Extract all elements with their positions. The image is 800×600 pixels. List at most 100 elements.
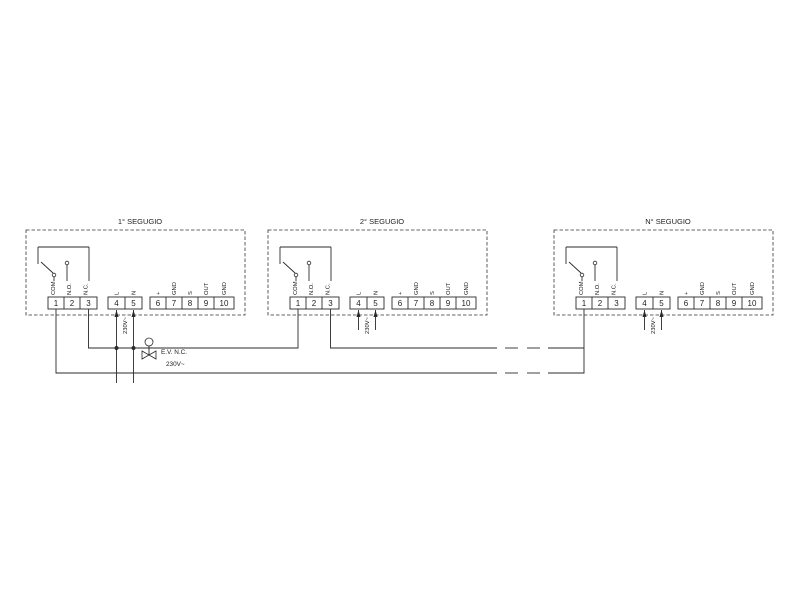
terminal-number: 7 bbox=[700, 299, 705, 308]
terminal-number: 1 bbox=[296, 299, 301, 308]
relay-switch-arm bbox=[40, 261, 54, 274]
relay-block-frame bbox=[47, 296, 98, 310]
com-return-wire bbox=[55, 309, 497, 374]
terminal-label: GND bbox=[222, 282, 228, 295]
junction-dot bbox=[114, 346, 119, 350]
supply-arrow-icon bbox=[642, 310, 647, 317]
terminal-number: 4 bbox=[642, 299, 647, 308]
supply-arrow-icon bbox=[373, 310, 378, 317]
relay-symbol bbox=[279, 246, 332, 281]
terminal-number: 8 bbox=[430, 299, 435, 308]
terminal-label: L bbox=[643, 291, 649, 295]
detector-units: 1° SEGUGIO 1 COM 2 N.O. 3 N.C. 4 L 5 N 6 +7 GND 8 S 9 OUT… bbox=[25, 217, 774, 383]
no-contact-icon bbox=[64, 260, 70, 266]
relay-block-frame bbox=[575, 296, 626, 310]
supply-voltage-label: 230V~ bbox=[365, 316, 371, 334]
terminal-number: 9 bbox=[732, 299, 737, 308]
no-contact-icon bbox=[592, 260, 598, 266]
supply-voltage-label: 230V~ bbox=[651, 316, 657, 334]
terminal-label: OUT bbox=[204, 282, 210, 295]
com-return-wire-end bbox=[548, 309, 585, 374]
terminal-number: 8 bbox=[188, 299, 193, 308]
terminal-label: S bbox=[430, 291, 436, 295]
terminal-label: GND bbox=[700, 282, 706, 295]
detector-unit: 2° SEGUGIO1COM2N.O.3N.C.4L5N6+7GND8S9OUT… bbox=[267, 217, 488, 334]
supply-input: 230V~ bbox=[642, 310, 664, 334]
terminal-label: N.O. bbox=[595, 283, 601, 295]
relay-symbol bbox=[565, 246, 618, 281]
terminal-number: 5 bbox=[373, 299, 378, 308]
terminal-label: COM bbox=[293, 281, 299, 295]
valve-body-left bbox=[141, 350, 150, 360]
detector-unit: N° SEGUGIO1COM2N.O.3N.C.4L5N6+7GND8S9OUT… bbox=[553, 217, 774, 334]
terminal-label: N bbox=[374, 291, 380, 295]
terminal-number: 4 bbox=[356, 299, 361, 308]
terminal-number: 3 bbox=[86, 299, 91, 308]
terminal-label: + bbox=[684, 291, 690, 295]
unit-title: 2° SEGUGIO bbox=[360, 217, 404, 226]
terminal-label: S bbox=[188, 291, 194, 295]
terminal-label: GND bbox=[172, 282, 178, 295]
com-contact-icon bbox=[293, 272, 299, 278]
relay-switch-arm bbox=[568, 261, 582, 274]
terminal-number: 3 bbox=[328, 299, 333, 308]
terminal-label: N.C. bbox=[612, 283, 618, 295]
terminal-number: 6 bbox=[398, 299, 403, 308]
terminal-label: S bbox=[716, 291, 722, 295]
valve-voltage: 230V~ bbox=[166, 361, 185, 368]
chain-wire-1-2 bbox=[88, 309, 299, 349]
unit-enclosure bbox=[25, 229, 246, 316]
supply-arrow-icon bbox=[114, 310, 119, 317]
terminal-label: N.O. bbox=[67, 283, 73, 295]
solenoid-valve: E.V. N.C. 230V~ bbox=[141, 337, 187, 368]
terminal-number: 5 bbox=[659, 299, 664, 308]
terminal-number: 9 bbox=[446, 299, 451, 308]
supply-arrow-icon bbox=[356, 310, 361, 317]
terminal-label: GND bbox=[464, 282, 470, 295]
terminal-number: 6 bbox=[684, 299, 689, 308]
relay-symbol bbox=[37, 246, 90, 281]
terminal-label: N bbox=[660, 291, 666, 295]
chain-wire-2-n bbox=[330, 309, 497, 349]
external-wiring bbox=[55, 309, 585, 374]
terminal-label: N.C. bbox=[84, 283, 90, 295]
unit-enclosure bbox=[267, 229, 488, 316]
terminal-number: 7 bbox=[172, 299, 177, 308]
supply-arrow-icon bbox=[131, 310, 136, 317]
terminal-label: + bbox=[398, 291, 404, 295]
terminal-number: 1 bbox=[54, 299, 59, 308]
terminal-number: 3 bbox=[614, 299, 619, 308]
terminal-number: 4 bbox=[114, 299, 119, 308]
supply-voltage-label: 230V~ bbox=[123, 316, 129, 334]
no-contact-icon bbox=[306, 260, 312, 266]
terminal-label: N.C. bbox=[326, 283, 332, 295]
power-terminal-block: 4 L 5 N bbox=[635, 291, 671, 310]
terminal-label: GND bbox=[750, 282, 756, 295]
terminal-label: L bbox=[115, 291, 121, 295]
supply-input: 230V~ bbox=[356, 310, 378, 334]
supply-arrow-icon bbox=[659, 310, 664, 317]
unit-title: 1° SEGUGIO bbox=[118, 217, 162, 226]
terminal-number: 10 bbox=[462, 299, 471, 308]
terminal-number: 10 bbox=[220, 299, 229, 308]
valve-label: E.V. N.C. bbox=[161, 349, 187, 356]
terminal-label: + bbox=[156, 291, 162, 295]
valve-body-right bbox=[148, 350, 157, 360]
terminal-number: 2 bbox=[70, 299, 75, 308]
relay-block-frame bbox=[289, 296, 340, 310]
terminal-label: COM bbox=[579, 281, 585, 295]
terminal-number: 1 bbox=[582, 299, 587, 308]
terminal-number: 7 bbox=[414, 299, 419, 308]
terminal-number: 5 bbox=[131, 299, 136, 308]
sensor-block-frame bbox=[677, 296, 763, 310]
com-contact-icon bbox=[51, 272, 57, 278]
terminal-number: 2 bbox=[312, 299, 317, 308]
detector-unit: 1° SEGUGIO1COM2N.O.3N.C.4L5N6+7GND8S9OUT… bbox=[25, 217, 246, 383]
